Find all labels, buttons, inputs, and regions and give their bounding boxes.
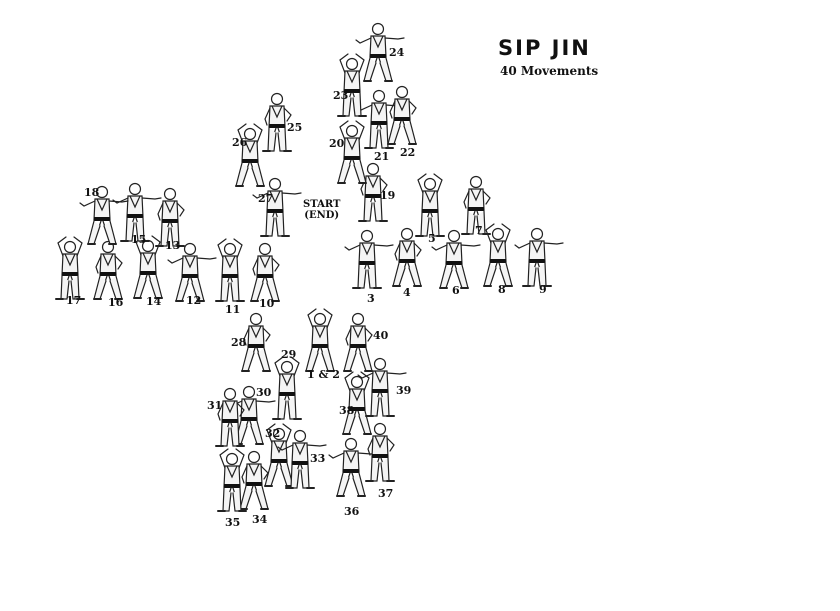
movement-number: 16 [108,296,124,309]
movement-number: 12 [186,294,202,307]
movement-figure [431,229,481,289]
movement-number: 32 [265,427,281,440]
movement-figure [277,429,327,489]
movement-number: 8 [498,283,506,296]
movement-number: 14 [146,295,162,308]
movement-figure [337,120,367,184]
movement-number: 20 [329,137,345,150]
movement-figure [155,187,185,247]
movement-figure [415,173,445,237]
movement-figure [215,238,245,302]
movement-figure [217,448,247,512]
movement-figure [235,123,265,187]
movement-number: 23 [333,89,349,102]
movement-number: 9 [539,283,547,296]
movement-number: 24 [389,46,405,59]
movement-number: 7 [475,224,483,237]
movement-number: 11 [225,303,241,316]
movement-figure [264,423,294,487]
start-end-label: START (END) [303,199,340,221]
movement-figure [133,235,163,299]
movement-number: 30 [256,386,272,399]
movement-figure [252,177,302,237]
movement-figure [342,371,372,435]
movement-number: 4 [403,286,411,299]
movement-figure [55,236,85,300]
movement-figure [343,312,373,372]
movement-number: 26 [232,136,248,149]
movement-number: 10 [259,297,275,310]
movement-figure [483,223,513,287]
movement-number: 33 [310,452,326,465]
movement-figure [215,387,245,447]
movement-figure [356,89,406,149]
movement-figure [344,229,394,289]
movement-number: 27 [258,192,274,205]
movement-number: 18 [84,186,100,199]
movement-number: 1 & 2 [307,368,340,381]
movement-figure [357,357,407,417]
movement-number: 21 [374,150,390,163]
movement-number: 36 [344,505,360,518]
end-label: (END) [304,210,340,221]
movement-number: 13 [165,239,181,252]
movement-number: 39 [396,384,412,397]
movement-figure [305,308,335,372]
form-subtitle: 40 Movements [500,64,599,78]
movement-figure [250,242,280,302]
movement-figure [328,437,378,497]
movement-number: 19 [380,189,396,202]
movement-figure [241,312,271,372]
movement-figure [239,450,269,510]
movement-figure [387,85,417,145]
movement-figure [93,240,123,300]
movement-number: 17 [66,294,82,307]
movement-figure [355,22,405,82]
movement-figure [365,422,395,482]
movement-figure [167,242,217,302]
movement-number: 31 [207,399,223,412]
form-title: SIP JIN [498,36,591,60]
movement-number: 6 [452,284,460,297]
movement-number: 28 [231,336,247,349]
movement-number: 5 [428,232,436,245]
movement-figure [112,182,162,242]
movement-figure [358,162,388,222]
movement-number: 34 [252,513,268,526]
movement-number: 40 [373,329,389,342]
movement-number: 35 [225,516,241,529]
movement-number: 22 [400,146,416,159]
movement-figure [262,92,292,152]
movement-number: 38 [339,404,355,417]
movement-figure [514,227,564,287]
start-label: START [303,199,341,210]
movement-figure [461,175,491,235]
movement-number: 37 [378,487,394,500]
movement-figure [337,53,367,117]
movement-number: 29 [281,348,297,361]
movement-number: 15 [131,233,147,246]
movement-number: 3 [367,292,375,305]
movement-figure [392,227,422,287]
movement-number: 25 [287,121,303,134]
movement-figure [79,185,129,245]
movement-figure [272,356,302,420]
